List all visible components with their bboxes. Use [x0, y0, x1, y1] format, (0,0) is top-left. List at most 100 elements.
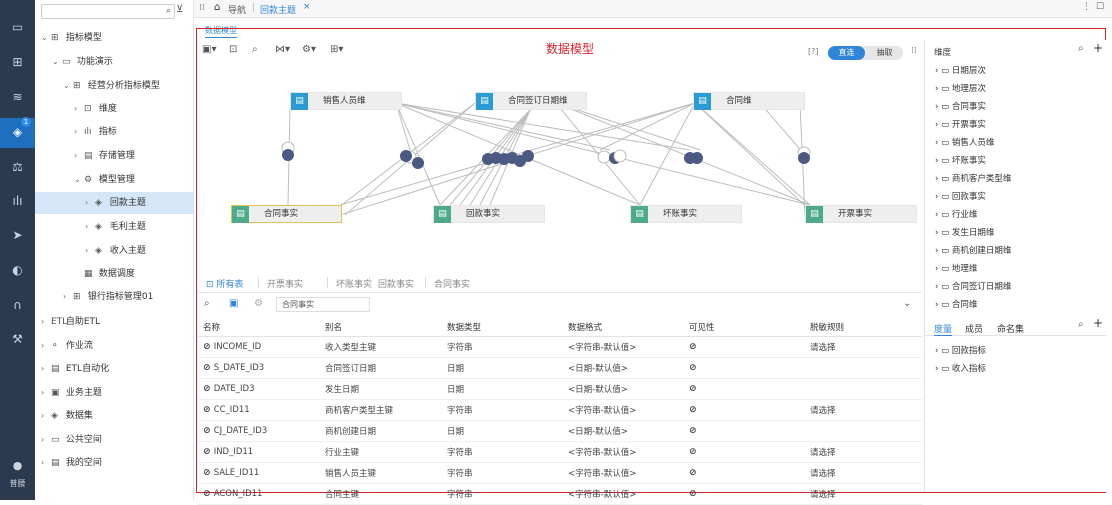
cell-mask-rule[interactable]: 请选择	[805, 483, 922, 505]
visibility-icon[interactable]: ⊘	[689, 467, 697, 478]
chevron-down-icon[interactable]: ⌄	[903, 298, 912, 309]
table-search-input[interactable]	[276, 297, 370, 312]
tree-toggle-icon[interactable]: ›	[85, 198, 89, 207]
tree-item[interactable]: ▦ 数据调度	[35, 263, 194, 285]
cell-visibility[interactable]: ⊘	[684, 357, 805, 379]
chevron-right-icon[interactable]: ›	[935, 346, 942, 356]
home-icon[interactable]: ⌂	[214, 2, 221, 13]
tree-item[interactable]: ⌄⚙ 模型管理	[35, 169, 194, 191]
search-icon[interactable]: ⌕	[204, 298, 210, 309]
headset-icon[interactable]: ∩	[13, 298, 22, 312]
cell-alias[interactable]: 行业主键	[320, 441, 442, 463]
cell-visibility[interactable]: ⊘	[684, 441, 805, 463]
dimension-item[interactable]: › ▭ 合同事实	[935, 98, 986, 116]
mode-toggle[interactable]: 直连 抽取	[828, 46, 903, 60]
chevron-right-icon[interactable]: ›	[935, 246, 942, 256]
cell-visibility[interactable]: ⊘	[684, 336, 805, 358]
col-header-alias[interactable]: 别名	[320, 318, 442, 337]
tab-data-model[interactable]: 数据模型	[205, 25, 237, 38]
bottom-tab-contract[interactable]: 合同事实	[434, 280, 471, 290]
col-header-format[interactable]: 数据格式	[563, 318, 684, 337]
cell-format[interactable]: <日期-默认值>	[563, 378, 684, 400]
chevron-right-icon[interactable]: ›	[935, 120, 942, 130]
dimension-item[interactable]: › ▭ 商机客户类型维	[935, 170, 1011, 188]
measure-item[interactable]: › ▭ 收入指标	[935, 360, 986, 378]
apps-icon[interactable]: ⊞	[12, 55, 23, 69]
tree-item[interactable]: ›▤ 存储管理	[35, 145, 194, 167]
tree-item[interactable]: ›▭ 公共空间	[35, 429, 194, 451]
cell-alias[interactable]: 收入类型主键	[320, 336, 442, 358]
tree-item[interactable]: ›⊡ 维度	[35, 98, 194, 120]
tree-toggle-icon[interactable]: ›	[41, 317, 45, 326]
cell-format[interactable]: <字符串-默认值>	[563, 483, 684, 505]
tree-item[interactable]: ›⚬ 作业流	[35, 335, 194, 357]
tree-toggle-icon[interactable]: ›	[74, 104, 78, 113]
entity-contract-date-dim[interactable]: ▤ 合同签订日期维	[475, 92, 587, 110]
entity-payment-fact[interactable]: ▤ 回款事实	[433, 205, 545, 223]
tree-toggle-icon[interactable]: ⌄	[74, 175, 81, 184]
dimension-item[interactable]: › ▭ 回款事实	[935, 188, 986, 206]
cell-type[interactable]: 字符串	[442, 483, 563, 505]
cell-type[interactable]: 日期	[442, 357, 563, 379]
cell-visibility[interactable]: ⊘	[684, 483, 805, 505]
measure-item[interactable]: › ▭ 回款指标	[935, 342, 986, 360]
cell-mask-rule[interactable]	[805, 357, 922, 379]
cell-type[interactable]: 字符串	[442, 462, 563, 484]
chevron-right-icon[interactable]: ›	[935, 66, 942, 76]
tab-named-sets[interactable]: 命名集	[997, 325, 1025, 335]
entity-baddebt-fact[interactable]: ▤ 坏账事实	[630, 205, 742, 223]
tree-item[interactable]: ›⊞ 银行指标管理01	[35, 286, 194, 308]
visibility-icon[interactable]: ⊘	[689, 446, 697, 457]
tree-item[interactable]: ›◈ 数据集	[35, 405, 194, 427]
dimension-item[interactable]: › ▭ 日期层次	[935, 62, 986, 80]
dimension-item[interactable]: › ▭ 商机创建日期维	[935, 242, 1011, 260]
tab-members[interactable]: 成员	[965, 325, 984, 335]
filter-icon[interactable]: ⊻	[176, 4, 184, 15]
tree-toggle-icon[interactable]: ⌄	[52, 57, 59, 66]
chevron-right-icon[interactable]: ›	[935, 210, 942, 220]
tree-item[interactable]: ›◈ 毛利主题	[35, 216, 194, 238]
dimension-item[interactable]: › ▭ 合同签订日期维	[935, 278, 1011, 296]
export-icon[interactable]: ⊡	[229, 44, 238, 55]
tree-toggle-icon[interactable]: ›	[41, 411, 45, 420]
cell-alias[interactable]: 合同主键	[320, 483, 442, 505]
col-header-mask[interactable]: 脱敏规则	[805, 318, 922, 337]
search-icon[interactable]: ⌕	[1078, 319, 1084, 330]
help-icon[interactable]: [?]	[808, 47, 819, 56]
cell-visibility[interactable]: ⊘	[684, 399, 805, 421]
tree-item[interactable]: ›ılı 指标	[35, 121, 194, 143]
maximize-icon[interactable]: ☐	[1096, 2, 1105, 12]
tree-toggle-icon[interactable]: ⌄	[41, 33, 48, 42]
cell-type[interactable]: 字符串	[442, 336, 563, 358]
tree-item[interactable]: ⌄⊞ 经营分析指标模型	[35, 75, 194, 97]
user-label[interactable]: 普腰	[9, 479, 26, 488]
bottom-tab-all[interactable]: ⊡ 所有表	[206, 280, 244, 290]
bar-chart-icon[interactable]: ılı	[12, 194, 23, 208]
tree-item[interactable]: ›▤ ETL自动化	[35, 358, 194, 380]
more-icon[interactable]: ⋮	[1082, 2, 1091, 12]
col-header-name[interactable]: 名称	[198, 318, 320, 337]
chevron-right-icon[interactable]: ›	[935, 300, 942, 310]
entity-sales-person-dim[interactable]: ▤ 销售人员维	[290, 92, 402, 110]
cell-mask-rule[interactable]: 请选择	[805, 336, 922, 358]
tree-item[interactable]: ⌄⊞ 指标模型	[35, 27, 194, 49]
tab-huikuan[interactable]: 回款主题	[260, 6, 297, 16]
cell-format[interactable]: <日期-默认值>	[563, 420, 684, 442]
dimension-item[interactable]: › ▭ 销售人员维	[935, 134, 994, 152]
cell-visibility[interactable]: ⊘	[684, 420, 805, 442]
cell-mask-rule[interactable]: 请选择	[805, 399, 922, 421]
cell-type[interactable]: 日期	[442, 378, 563, 400]
cube-icon[interactable]: ◈	[12, 125, 23, 139]
dimension-item[interactable]: › ▭ 行业维	[935, 206, 977, 224]
tree-item[interactable]: ›ETL 自助ETL	[35, 311, 194, 333]
bottom-tab-invoice[interactable]: 开票事实	[267, 280, 304, 290]
tree-item[interactable]: ›▤ 我的空间	[35, 452, 194, 474]
dimension-item[interactable]: › ▭ 坏账事实	[935, 152, 986, 170]
scale-icon[interactable]: ⚖	[12, 160, 23, 174]
visibility-icon[interactable]: ⊘	[689, 383, 697, 394]
col-header-type[interactable]: 数据类型	[442, 318, 563, 337]
col-header-visibility[interactable]: 可见性	[684, 318, 805, 337]
